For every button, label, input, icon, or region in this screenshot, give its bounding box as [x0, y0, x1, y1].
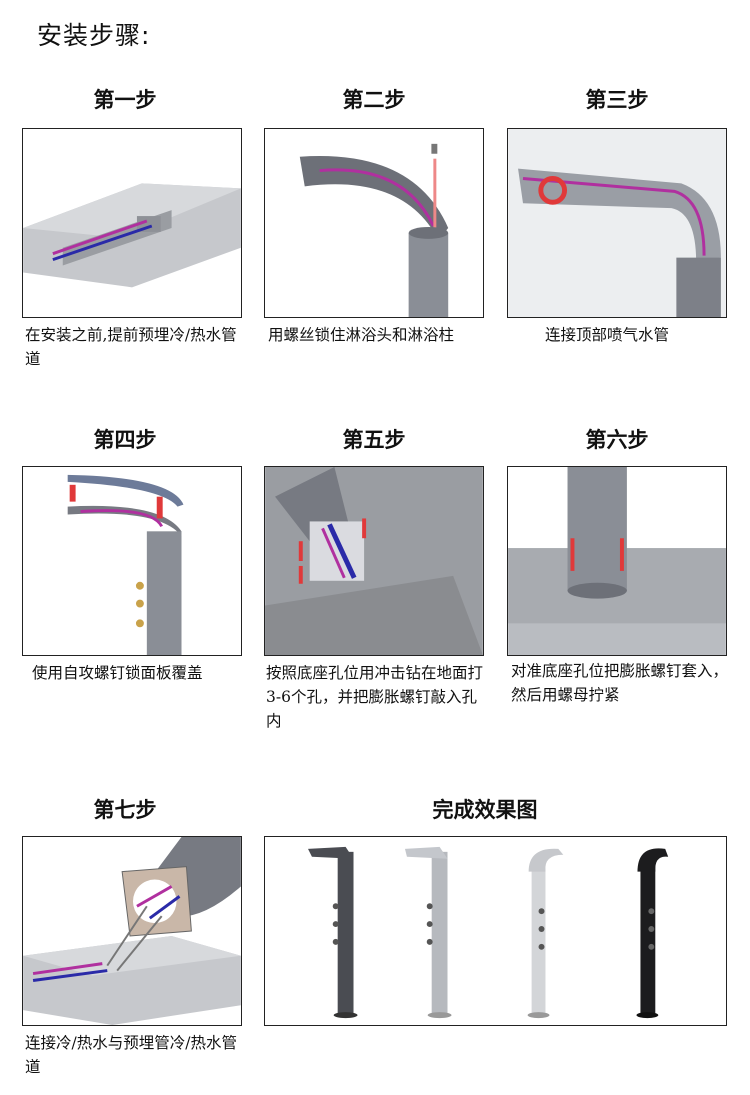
- step-1-heading: 第一步: [93, 88, 157, 112]
- step-3-heading: 第三步: [585, 88, 649, 112]
- step-2-heading: 第二步: [342, 88, 406, 112]
- step-4-heading: 第四步: [93, 428, 157, 452]
- step-1-illustration: [22, 128, 242, 318]
- step-3-caption: 连接顶部喷气水管: [545, 326, 670, 344]
- step-2-caption: 用螺丝锁住淋浴头和淋浴柱: [268, 326, 455, 344]
- step-6-heading: 第六步: [585, 428, 649, 452]
- step-3-illustration: [507, 128, 727, 318]
- page-title: 安装步骤:: [37, 21, 151, 50]
- step-4-illustration: [22, 466, 242, 656]
- step-5-illustration: [264, 466, 484, 656]
- step-2-illustration: [264, 128, 484, 318]
- step-5-caption: 按照底座孔位用冲击钻在地面打3-6个孔，并把膨胀螺钉敲入孔内: [266, 664, 484, 730]
- step-1-caption: 在安装之前,提前预埋冷/热水管道: [25, 326, 237, 368]
- step-7-heading: 第七步: [93, 798, 157, 822]
- step-6-caption: 对准底座孔位把膨胀螺钉套入，然后用螺母拧紧: [511, 662, 729, 704]
- result-heading: 完成效果图: [432, 798, 538, 822]
- step-5-heading: 第五步: [342, 428, 406, 452]
- step-6-illustration: [507, 466, 727, 656]
- step-7-caption: 连接冷/热水与预埋管冷/热水管道: [25, 1034, 237, 1076]
- result-illustration: [264, 836, 727, 1026]
- step-4-caption: 使用自攻螺钉锁面板覆盖: [32, 664, 203, 682]
- step-7-illustration: [22, 836, 242, 1026]
